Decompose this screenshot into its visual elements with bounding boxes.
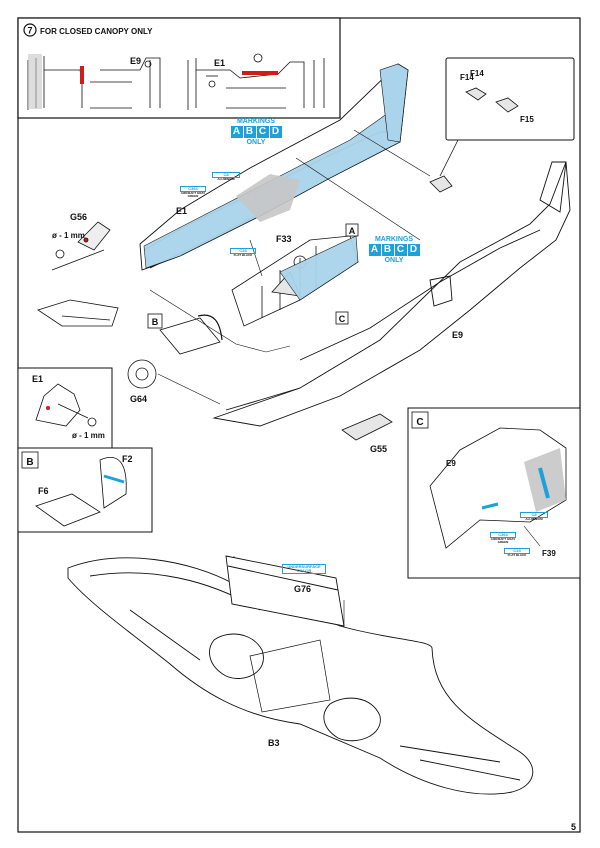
markings-heading: MARKINGS xyxy=(236,118,276,125)
marking-letter: B xyxy=(243,126,256,138)
svg-text:F2: F2 xyxy=(122,454,133,464)
drill-note-left: ø - 1 mm xyxy=(52,231,85,240)
assembly-f6-f2 xyxy=(147,313,223,355)
marking-letter: C xyxy=(394,244,407,256)
paint-tag: C33 FLAT BLACK xyxy=(504,548,530,557)
svg-text:E1: E1 xyxy=(32,374,43,384)
callout-title: FOR CLOSED CANOPY ONLY xyxy=(40,27,153,36)
part-g55 xyxy=(341,413,393,441)
marking-letter: D xyxy=(407,244,420,256)
marking-letter: A xyxy=(230,126,243,138)
svg-text:F14: F14 xyxy=(470,69,484,78)
detail-f14-f15: F14 F15 xyxy=(429,57,575,193)
step-number: 7 xyxy=(27,26,32,36)
markings-footer: ONLY xyxy=(246,139,266,146)
svg-text:F33: F33 xyxy=(276,234,292,244)
part-g56 xyxy=(51,221,111,271)
svg-text:B: B xyxy=(26,457,33,468)
marking-letter: B xyxy=(381,244,394,256)
paint-tag: C33 FLAT BLACK xyxy=(230,248,256,257)
svg-text:B: B xyxy=(152,317,159,327)
marking-letter: A xyxy=(368,244,381,256)
callout-part-right: E1 xyxy=(214,58,225,68)
svg-text:E1: E1 xyxy=(176,206,187,216)
svg-text:E9: E9 xyxy=(452,330,463,340)
detail-box-c xyxy=(407,407,581,579)
section-marker-a xyxy=(345,223,359,237)
markings-badge-top: MARKINGS A B C D ONLY xyxy=(226,118,286,146)
svg-text:F14: F14 xyxy=(460,73,474,82)
svg-text:F15: F15 xyxy=(520,115,534,124)
svg-text:C: C xyxy=(416,417,423,428)
marking-letter: C xyxy=(256,126,269,138)
blue-tail-area xyxy=(379,63,409,143)
callout-closed-canopy: 7 FOR CLOSED CANOPY ONLY E9 xyxy=(17,17,341,119)
svg-text:G55: G55 xyxy=(370,444,387,454)
svg-text:A: A xyxy=(349,226,356,236)
svg-text:B3: B3 xyxy=(268,738,280,748)
markings-badge-right: MARKINGS A B C D ONLY xyxy=(364,236,424,264)
svg-text:G76: G76 xyxy=(294,584,311,594)
svg-text:G56: G56 xyxy=(70,212,87,222)
wing-root-piece xyxy=(37,299,119,327)
detail-box-b xyxy=(17,447,153,533)
marking-letter: D xyxy=(269,126,282,138)
page-number: 5 xyxy=(571,822,576,832)
paint-tag: UNDERSURFACE COLOR xyxy=(282,564,326,574)
part-g64 xyxy=(127,359,157,389)
callout-part-left: E9 xyxy=(130,56,141,66)
svg-text:E9: E9 xyxy=(446,459,456,468)
svg-text:ø - 1 mm: ø - 1 mm xyxy=(72,431,105,440)
markings-footer: ONLY xyxy=(384,257,404,264)
svg-text:C: C xyxy=(339,314,346,324)
paint-tag: C364 AIRCRAFT GRAY GREEN xyxy=(180,186,206,198)
paint-tag: C8 ALUMINIUM xyxy=(212,172,240,181)
markings-heading: MARKINGS xyxy=(374,236,414,243)
svg-text:F39: F39 xyxy=(542,549,556,558)
red-detail xyxy=(80,66,84,84)
fuselage-right-half xyxy=(212,161,571,427)
part-g76 xyxy=(225,555,345,627)
paint-tag: C8 ALUMINIUM xyxy=(520,512,548,521)
svg-text:F6: F6 xyxy=(38,486,49,496)
grey-aluminium-area xyxy=(236,174,300,222)
svg-text:G64: G64 xyxy=(130,394,147,404)
paint-tag: C364 AIRCRAFT GRAY GREEN xyxy=(490,532,516,544)
detail-box-e1 xyxy=(17,367,113,449)
